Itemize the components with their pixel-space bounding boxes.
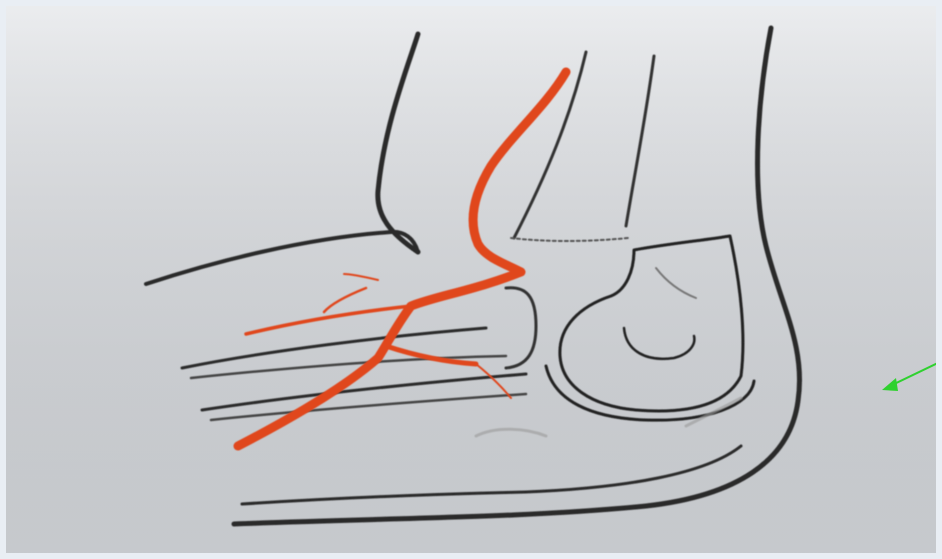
elbow-illustration (6, 6, 936, 553)
paper-shading (6, 6, 936, 553)
